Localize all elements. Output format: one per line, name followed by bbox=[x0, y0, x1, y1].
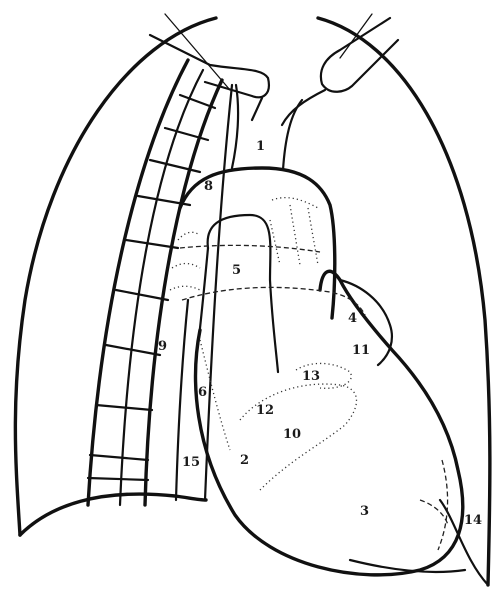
label-6: 6 bbox=[198, 385, 207, 400]
label-12: 12 bbox=[256, 403, 274, 418]
clavicles bbox=[150, 14, 398, 97]
label-14: 14 bbox=[464, 513, 482, 528]
chest-wall bbox=[15, 18, 490, 585]
label-10: 10 bbox=[283, 427, 301, 442]
spine-line-outer bbox=[88, 60, 188, 505]
heart-outline bbox=[196, 271, 463, 575]
vessel-left-branch bbox=[252, 98, 262, 120]
diaphragm-left bbox=[20, 494, 206, 535]
diaphragm-base bbox=[350, 560, 465, 572]
label-9: 9 bbox=[158, 339, 167, 354]
label-4: 4 bbox=[348, 311, 357, 326]
label-3: 3 bbox=[360, 504, 369, 519]
vessel-right-branch bbox=[282, 90, 325, 125]
label-8: 8 bbox=[204, 179, 213, 194]
clavicle-right bbox=[321, 18, 398, 92]
vertical-line-9 bbox=[176, 300, 188, 500]
rib-line-9 bbox=[90, 455, 148, 460]
rib-line-5 bbox=[126, 240, 178, 248]
label-2: 2 bbox=[240, 453, 249, 468]
label-1: 1 bbox=[256, 139, 265, 154]
dashed-arch-band-top bbox=[180, 245, 320, 252]
trachea-left bbox=[232, 85, 238, 168]
rib-line-7 bbox=[106, 345, 160, 355]
rib-line-6 bbox=[116, 290, 168, 300]
rib-line-10 bbox=[88, 478, 148, 480]
rib-line-8 bbox=[96, 405, 152, 410]
dotted-vessel-top bbox=[270, 198, 318, 265]
label-13: 13 bbox=[302, 369, 320, 384]
label-5: 5 bbox=[232, 263, 241, 278]
dashed-arch-band-bottom bbox=[182, 287, 365, 315]
great-vessels bbox=[232, 85, 325, 170]
spine-line-inner bbox=[145, 80, 222, 505]
label-11: 11 bbox=[352, 343, 370, 358]
neck-line-right bbox=[340, 14, 372, 58]
dotted-left-border bbox=[170, 232, 200, 290]
label-15: 15 bbox=[182, 455, 200, 470]
